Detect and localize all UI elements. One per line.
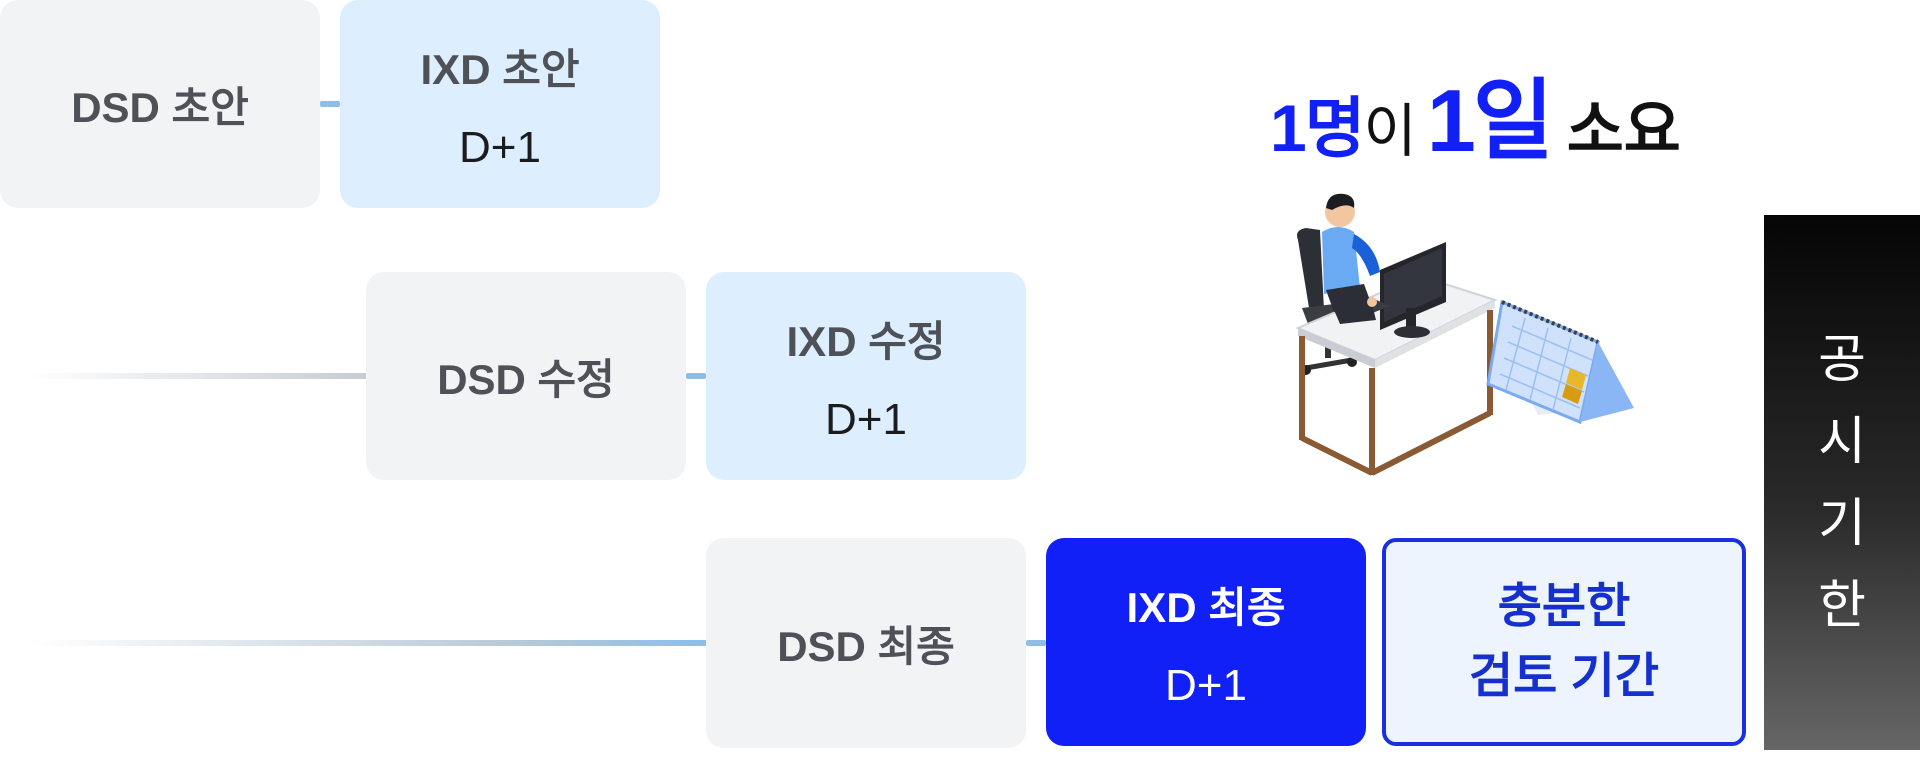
deadline-char: 기: [1818, 494, 1866, 553]
review-line-2: 검토 기간: [1469, 650, 1659, 703]
dsd-final-label: DSD 최종: [777, 622, 955, 670]
deadline-char: 한: [1818, 576, 1866, 635]
ixd-revision-day: D+1: [825, 394, 907, 444]
ixd-draft-day: D+1: [459, 122, 541, 172]
desk-calendar-icon: [1486, 299, 1634, 425]
ixd-revision-label: IXD 수정: [786, 317, 946, 365]
deadline-char: 시: [1818, 412, 1866, 471]
connector: [686, 373, 706, 379]
headline-particle: 이: [1363, 99, 1417, 164]
review-period-box: 충분한 검토 기간: [1382, 538, 1746, 746]
dsd-revision-box: DSD 수정: [366, 272, 686, 480]
timeline-line: [30, 640, 706, 646]
connector: [1026, 640, 1046, 646]
dsd-final-box: DSD 최종: [706, 538, 1026, 748]
dsd-draft-label: DSD 초안: [71, 83, 249, 131]
dsd-revision-label: DSD 수정: [437, 355, 615, 403]
timeline-line: [30, 373, 366, 379]
headline-days: 1일: [1426, 71, 1554, 170]
headline-suffix: 소요: [1566, 96, 1681, 165]
deadline-char: 공: [1818, 330, 1866, 389]
ixd-draft-label: IXD 초안: [420, 45, 580, 93]
person-at-desk-icon: [1295, 193, 1634, 476]
deadline-bar: 공 시 기 한: [1764, 215, 1920, 750]
dsd-draft-box: DSD 초안: [0, 0, 320, 208]
headline: 1명 이 1일 소요: [1270, 50, 1690, 170]
review-line-1: 충분한: [1497, 580, 1631, 634]
headline-count: 1명: [1270, 91, 1365, 165]
connector: [320, 101, 340, 107]
ixd-final-box: IXD 최종 D+1: [1046, 538, 1366, 746]
ixd-draft-box: IXD 초안 D+1: [340, 0, 660, 208]
ixd-revision-box: IXD 수정 D+1: [706, 272, 1026, 480]
ixd-final-day: D+1: [1165, 660, 1247, 710]
ixd-final-label: IXD 최종: [1126, 583, 1286, 631]
